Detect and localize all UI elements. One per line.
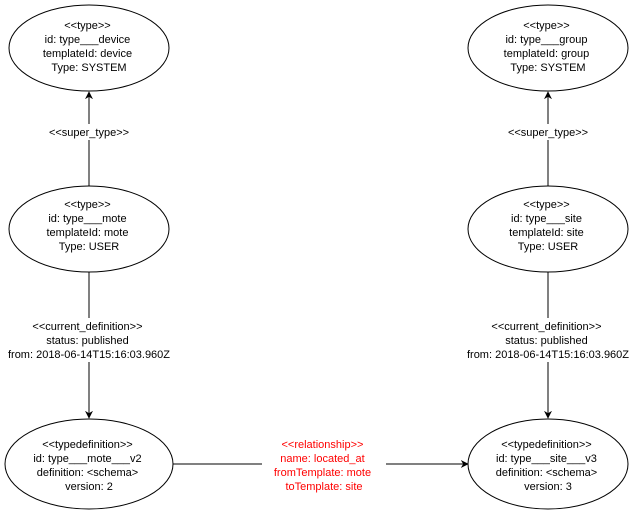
site-type-label: <<type>> id: type___site templateId: sit… bbox=[509, 199, 587, 253]
mote-type-label-line: id: type___mote bbox=[48, 213, 126, 225]
mote-typedefinition-node[interactable]: <<typedefinition>> id: type___mote___v2 … bbox=[4, 418, 174, 510]
mote-typedefinition-label-line: definition: <schema> bbox=[37, 467, 139, 479]
site-typedefinition-label: <<typedefinition>> id: type___site___v3 … bbox=[496, 439, 601, 493]
site-typedefinition-label-line: version: 3 bbox=[524, 481, 572, 493]
site-typedefinition-node[interactable]: <<typedefinition>> id: type___site___v3 … bbox=[467, 418, 629, 510]
mote-type-label-line: Type: USER bbox=[59, 241, 120, 253]
device-type-label-line: id: type___device bbox=[45, 34, 131, 46]
site-type-label-line: id: type___site bbox=[511, 213, 582, 225]
site-current-definition-label-group: <<current_definition>> status: published… bbox=[456, 318, 638, 362]
relationship-label-line: name: located_at bbox=[280, 453, 364, 465]
mote-current-definition-label-line: status: published bbox=[46, 335, 129, 347]
mote-super-type-label: <<super_type>> bbox=[49, 127, 129, 139]
group-type-label-line: templateId: group bbox=[504, 48, 590, 60]
mote-current-definition-label-line: <<current_definition>> bbox=[32, 321, 142, 333]
group-type-node[interactable]: <<type>> id: type___group templateId: gr… bbox=[467, 4, 629, 92]
device-type-node[interactable]: <<type>> id: type___device templateId: d… bbox=[8, 4, 170, 92]
relationship-label: <<relationship>> name: located_at fromTe… bbox=[274, 439, 374, 493]
mote-typedefinition-label-line: version: 2 bbox=[65, 481, 113, 493]
relationship-label-line: <<relationship>> bbox=[281, 439, 363, 451]
site-type-node[interactable]: <<type>> id: type___site templateId: sit… bbox=[467, 185, 629, 273]
relationship-label-group: <<relationship>> name: located_at fromTe… bbox=[262, 436, 386, 494]
site-super-type-label: <<super_type>> bbox=[508, 127, 588, 139]
mote-super-type-label-group: <<super_type>> bbox=[40, 124, 138, 140]
site-current-definition-label: <<current_definition>> status: published… bbox=[467, 321, 629, 361]
mote-typedefinition-label: <<typedefinition>> id: type___mote___v2 … bbox=[33, 439, 144, 493]
mote-current-definition-label-group: <<current_definition>> status: published… bbox=[0, 318, 180, 362]
relationship-label-line: fromTemplate: mote bbox=[274, 467, 371, 479]
site-typedefinition-label-line: <<typedefinition>> bbox=[501, 439, 592, 451]
mote-typedefinition-label-line: <<typedefinition>> bbox=[42, 439, 133, 451]
site-super-type-label-group: <<super_type>> bbox=[499, 124, 597, 140]
relationship-label-line: toTemplate: site bbox=[285, 481, 362, 493]
group-type-label-line: id: type___group bbox=[505, 34, 587, 46]
site-current-definition-label-line: status: published bbox=[505, 335, 588, 347]
site-type-label-line: templateId: site bbox=[509, 227, 584, 239]
mote-type-node[interactable]: <<type>> id: type___mote templateId: mot… bbox=[8, 185, 170, 273]
mote-type-label-line: templateId: mote bbox=[47, 227, 129, 239]
mote-super-type-label-line: <<super_type>> bbox=[49, 127, 129, 139]
group-type-label-line: Type: SYSTEM bbox=[510, 62, 585, 74]
site-current-definition-label-line: <<current_definition>> bbox=[491, 321, 601, 333]
group-type-label: <<type>> id: type___group templateId: gr… bbox=[504, 20, 593, 74]
site-type-label-line: Type: USER bbox=[518, 241, 579, 253]
site-super-type-label-line: <<super_type>> bbox=[508, 127, 588, 139]
site-current-definition-label-line: from: 2018-06-14T15:16:03.960Z bbox=[467, 349, 629, 361]
device-type-label-line: Type: SYSTEM bbox=[51, 62, 126, 74]
mote-current-definition-label: <<current_definition>> status: published… bbox=[8, 321, 170, 361]
device-type-label: <<type>> id: type___device templateId: d… bbox=[43, 20, 135, 74]
mote-type-label-line: <<type>> bbox=[64, 199, 111, 211]
mote-typedefinition-label-line: id: type___mote___v2 bbox=[33, 453, 141, 465]
site-typedefinition-label-line: id: type___site___v3 bbox=[496, 453, 597, 465]
site-type-label-line: <<type>> bbox=[523, 199, 570, 211]
group-type-label-line: <<type>> bbox=[523, 20, 570, 32]
site-typedefinition-label-line: definition: <schema> bbox=[496, 467, 598, 479]
device-type-label-line: <<type>> bbox=[64, 20, 111, 32]
mote-current-definition-label-line: from: 2018-06-14T15:16:03.960Z bbox=[8, 349, 170, 361]
device-type-label-line: templateId: device bbox=[43, 48, 132, 60]
mote-type-label: <<type>> id: type___mote templateId: mot… bbox=[47, 199, 132, 253]
